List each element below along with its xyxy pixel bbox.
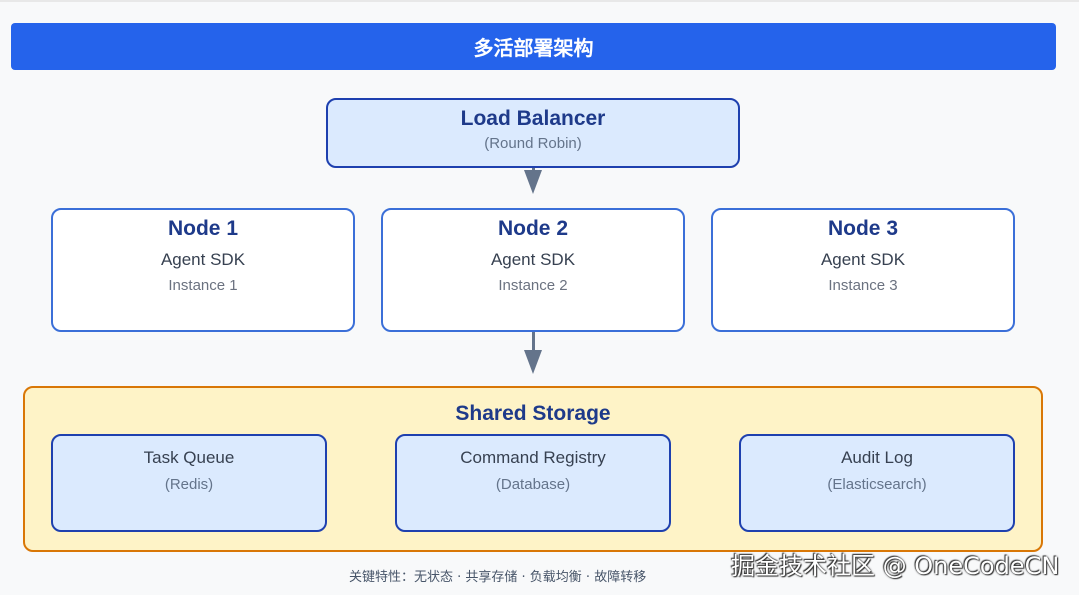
node-title: Node 2 — [497, 217, 568, 240]
node-instance: Instance 3 — [828, 277, 898, 294]
node-box-2: Node 2 Agent SDK Instance 2 — [381, 208, 685, 332]
storage-item-detail: (Database) — [495, 476, 571, 493]
storage-item-detail: (Redis) — [164, 476, 214, 493]
node-component: Agent SDK — [160, 250, 246, 269]
diagram-title: 多活部署架构 — [473, 36, 594, 60]
storage-item-audit-log: Audit Log (Elasticsearch) — [739, 434, 1015, 532]
storage-item-name: Audit Log — [841, 448, 913, 467]
load-balancer-title: Load Balancer — [460, 107, 606, 130]
storage-item-name: Task Queue — [143, 448, 235, 467]
top-divider — [0, 0, 1079, 2]
storage-item-task-queue: Task Queue (Redis) — [51, 434, 327, 532]
node-box-3: Node 3 Agent SDK Instance 3 — [711, 208, 1015, 332]
storage-item-name: Command Registry — [460, 448, 606, 467]
load-balancer-subtitle: (Round Robin) — [484, 135, 582, 152]
node-component: Agent SDK — [490, 250, 576, 269]
node-box-1: Node 1 Agent SDK Instance 1 — [51, 208, 355, 332]
node-instance: Instance 1 — [168, 277, 238, 294]
key-features-caption: 关键特性：无状态 · 共享存储 · 负载均衡 · 故障转移 — [349, 570, 647, 585]
node-component: Agent SDK — [820, 250, 906, 269]
node-instance: Instance 2 — [498, 277, 568, 294]
load-balancer-box: Load Balancer (Round Robin) — [326, 98, 740, 168]
storage-item-detail: (Elasticsearch) — [827, 476, 927, 493]
watermark: 掘金技术社区 @ OneCodeCN — [731, 552, 1060, 580]
diagram-title-bar: 多活部署架构 — [11, 23, 1056, 70]
node-title: Node 1 — [167, 217, 238, 240]
storage-item-command-registry: Command Registry (Database) — [395, 434, 671, 532]
shared-storage-title: Shared Storage — [455, 402, 611, 425]
node-title: Node 3 — [827, 217, 898, 240]
